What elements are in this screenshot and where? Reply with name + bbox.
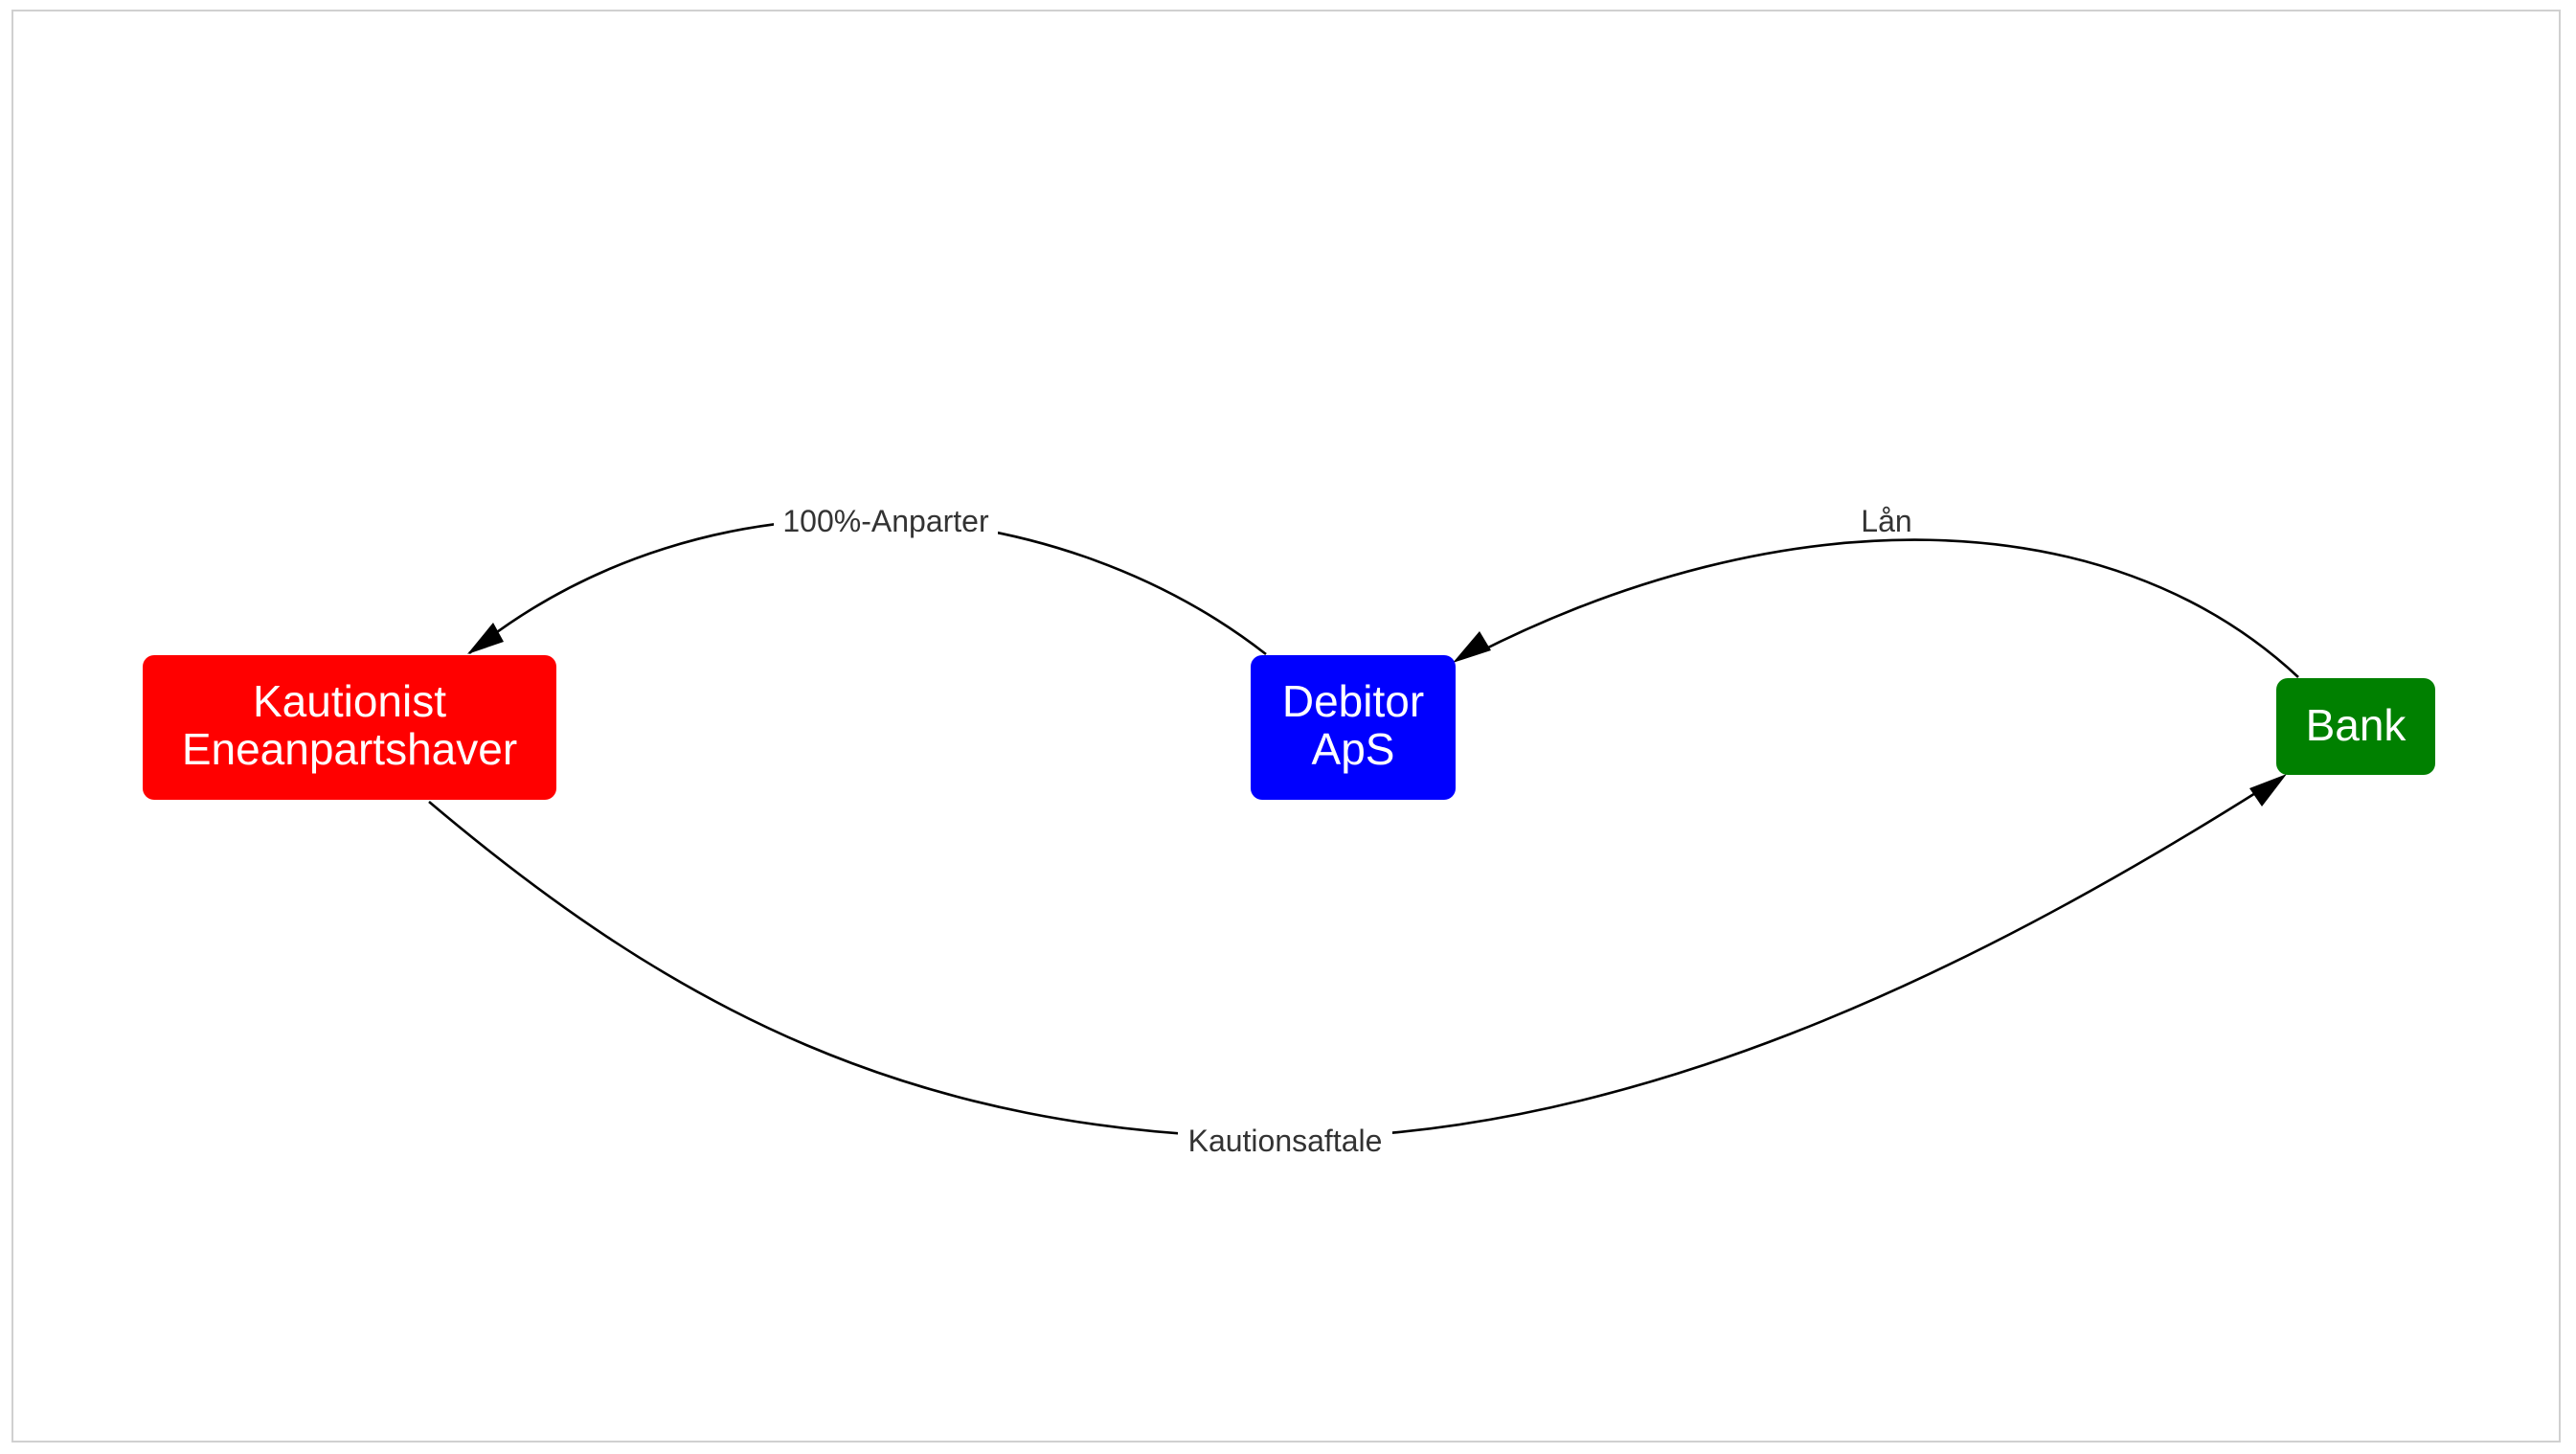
node-debitor-box [1251,655,1456,800]
edge-anparter: 100%-Anparter [467,502,1267,656]
edge-anparter-line [468,517,1267,656]
edge-laan-label: Lån [1861,504,1911,538]
node-debitor-line2: ApS [1312,724,1395,774]
edge-laan-line [1474,538,2299,678]
node-kautionist-line2: Eneanpartshaver [182,724,517,774]
edge-anparter-label-bg [774,502,998,538]
edge-anparter-label: 100%-Anparter [782,504,989,538]
edge-kautionsaftale-label-bg [1178,1123,1392,1159]
edge-kautionsaftale-arrowhead [2249,774,2287,807]
node-kautionist[interactable]: Kautionist Eneanpartshaver [143,655,556,800]
edge-kautionsaftale-label: Kautionsaftale [1188,1124,1383,1158]
edge-laan-arrowhead [1453,631,1491,663]
edge-anparter-arrowhead [467,623,504,654]
edge-kautionsaftale: Kautionsaftale [428,774,2287,1159]
node-kautionist-line1: Kautionist [253,676,446,726]
edge-laan-label-bg [1856,502,1917,538]
node-bank-label: Bank [2306,700,2407,750]
node-kautionist-box [143,655,556,800]
edge-kautionsaftale-line [428,788,2261,1140]
node-debitor[interactable]: Debitor ApS [1251,655,1456,800]
node-bank-box [2276,678,2435,775]
edge-laan: Lån [1453,502,2299,678]
node-debitor-line1: Debitor [1282,676,1424,726]
node-bank[interactable]: Bank [2276,678,2435,775]
